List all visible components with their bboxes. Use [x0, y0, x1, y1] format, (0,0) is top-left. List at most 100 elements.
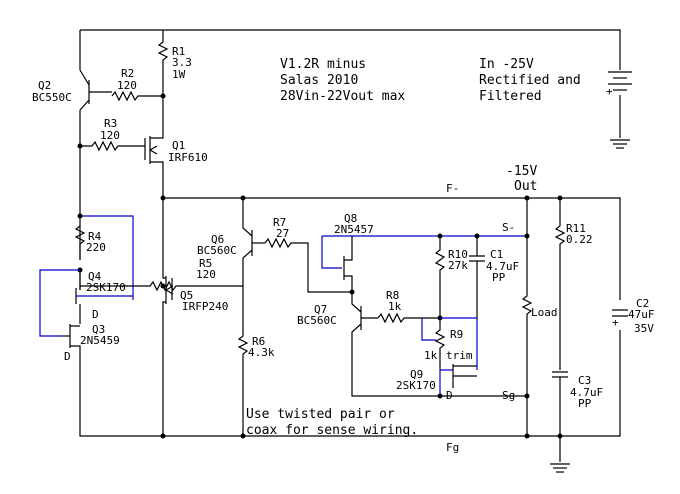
ground-top-right	[610, 139, 630, 149]
top-rail	[80, 29, 621, 138]
r7-value: 27	[276, 227, 289, 240]
junction	[77, 213, 83, 219]
c3-capacitor: C3 4.7uF PP	[552, 371, 603, 462]
r2-ref: R2	[121, 67, 134, 80]
r10-resistor: R10 27k	[434, 236, 468, 318]
author-text: Salas 2010	[280, 73, 358, 88]
r10-ref: R10	[448, 248, 468, 261]
q4-jfet: Q4 2SK170 D	[39, 269, 133, 337]
q6-part: BC560C	[197, 244, 237, 257]
c3-value: 4.7uF	[570, 386, 603, 399]
r11-ref: R11	[566, 222, 586, 235]
battery-plus: +	[606, 85, 613, 98]
q8-jfet: Q8 2N5457	[321, 212, 527, 292]
f-minus-label: F-	[446, 182, 459, 195]
r11-resistor: R11 0.22	[554, 198, 593, 370]
q5-mosfet: Q5 IRFP240	[162, 198, 228, 436]
r8-resistor: R8 1k	[377, 289, 440, 324]
q7-part: BC560C	[297, 314, 337, 327]
c1-ref: C1	[490, 248, 503, 261]
wiring-notes: Use twisted pair or coax for sense wirin…	[246, 407, 418, 438]
q4-ref: Q4	[88, 270, 102, 283]
input-line2: Rectified and	[479, 73, 581, 88]
r9-trimmer: R9 1k trim	[421, 318, 473, 370]
output-notes: -15V Out	[506, 164, 537, 194]
r1-value: 3.3	[172, 56, 192, 69]
r3-ref: R3	[104, 117, 117, 130]
q1-mosfet: Q1 IRF610	[144, 96, 208, 198]
r1-resistor: R1 3.3 1W	[157, 30, 192, 96]
r7-resistor: R7 27	[264, 216, 352, 293]
q2-part: BC550C	[32, 91, 72, 104]
r4-ref: R4	[88, 230, 102, 243]
junction	[524, 433, 530, 439]
input-notes: In -25V Rectified and Filtered	[479, 57, 581, 104]
q5-ref: Q5	[180, 289, 193, 302]
r11-value: 0.22	[566, 233, 593, 246]
load-resistor: Load	[521, 198, 558, 436]
q4-part: 2SK170	[86, 281, 126, 294]
q4-pin: D	[92, 308, 99, 321]
r2-resistor: R2 120	[111, 67, 163, 102]
r3-value: 120	[100, 129, 120, 142]
q6-transistor: Q6 BC560C	[197, 198, 265, 286]
c1-value: 4.7uF	[486, 260, 519, 273]
q3-pin: D	[64, 350, 71, 363]
q5-part: IRFP240	[182, 300, 228, 313]
r8-value: 1k	[388, 300, 402, 313]
r2-value: 120	[117, 79, 137, 92]
junction	[557, 433, 563, 439]
version-text: V1.2R minus	[280, 57, 366, 72]
junction	[349, 289, 355, 295]
sg-label: Sg	[502, 389, 515, 402]
r6-value: 4.3k	[248, 346, 275, 359]
junction	[240, 433, 246, 439]
c1-capacitor: C1 4.7uF PP	[440, 236, 519, 370]
r9-value: 1k	[424, 349, 438, 362]
junction	[160, 433, 166, 439]
r4-value: 220	[86, 241, 106, 254]
q9-pin: D	[446, 389, 453, 402]
q9-part: 2SK170	[396, 379, 436, 392]
spec-text: 28Vin-22Vout max	[280, 89, 405, 104]
junction	[77, 143, 83, 149]
r5-ref: R5	[199, 257, 212, 270]
c2-ref: C2	[636, 297, 649, 310]
junction	[524, 233, 530, 239]
r1-ref: R1	[172, 45, 185, 58]
q3-jfet: Q3 2N5459 D	[62, 304, 120, 363]
r9-extra: trim	[446, 349, 473, 362]
q1-ref: Q1	[172, 139, 185, 152]
load-label: Load	[531, 306, 558, 319]
input-line3: Filtered	[479, 89, 542, 104]
q7-ref: Q7	[314, 303, 327, 316]
out-line1: -15V	[506, 164, 537, 179]
r6-resistor: R6 4.3k	[237, 286, 275, 436]
c2-extra: 35V	[634, 322, 654, 335]
junction	[524, 393, 530, 399]
c2-plus: +	[612, 316, 619, 329]
fg-label: Fg	[446, 441, 459, 454]
q2-transistor: Q2 BC550C	[32, 69, 112, 111]
c2-value: 47uF	[628, 308, 655, 321]
q9-jfet: Q9 2SK170 D	[396, 364, 477, 402]
junction	[160, 283, 166, 289]
r8-ref: R8	[386, 289, 399, 302]
c3-extra: PP	[578, 397, 592, 410]
title-notes: V1.2R minus Salas 2010 28Vin-22Vout max	[280, 57, 405, 104]
q9-ref: Q9	[410, 368, 423, 381]
q6-ref: Q6	[211, 233, 224, 246]
q3-part: 2N5459	[80, 334, 120, 347]
r6-ref: R6	[252, 335, 265, 348]
out-line2: Out	[514, 179, 537, 194]
junction	[437, 393, 443, 399]
wiring-line2: coax for sense wiring.	[246, 423, 418, 438]
r5-value: 120	[196, 268, 216, 281]
battery-symbol: +	[606, 71, 632, 98]
r7-ref: R7	[273, 216, 286, 229]
wiring-line1: Use twisted pair or	[246, 407, 395, 422]
f-minus-rail: F-	[163, 182, 621, 437]
q8-part: 2N5457	[334, 223, 374, 236]
r4-resistor: R4 220	[74, 215, 134, 300]
